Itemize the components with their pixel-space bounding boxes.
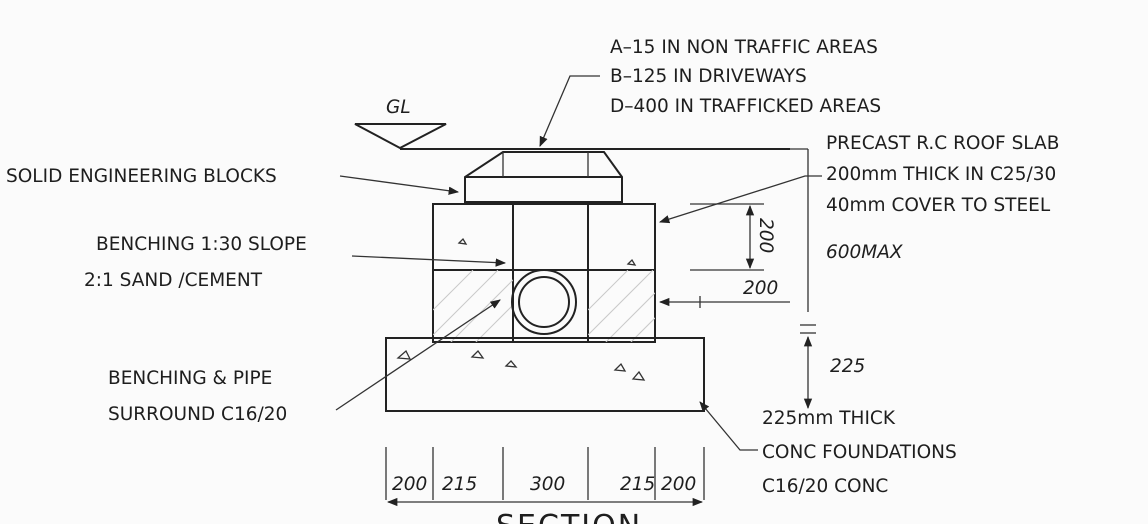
benching-label-2: 2:1 SAND /CEMENT [84,270,263,291]
surround-label-1: BENCHING & PIPE [108,368,272,389]
wall-height-value: 200 [755,218,776,253]
benching-hatch-right [588,270,655,342]
surround-label-2: SURROUND C16/20 [108,404,287,425]
wall-height-dimension: 200 [690,203,776,271]
cover-spec-b: B–125 IN DRIVEWAYS [610,66,807,87]
max-depth-label: 600MAX [826,242,904,263]
width-value-3: 300 [530,474,565,495]
solid-blocks-leader [339,175,460,195]
width-value-4: 215 [620,474,655,495]
solid-blocks-label: SOLID ENGINEERING BLOCKS [6,166,277,187]
width-value-1: 200 [392,474,427,495]
roof-slab-label-1: PRECAST R.C ROOF SLAB [826,133,1059,154]
cover-spec-a: A–15 IN NON TRAFFIC AREAS [610,37,878,58]
width-value-2: 215 [442,474,477,495]
surround-leader [335,299,501,411]
roof-slab-label-3: 40mm COVER TO STEEL [826,195,1051,216]
roof-slab-label-2: 200mm THICK IN C25/30 [826,164,1056,185]
wall-thickness-value: 200 [743,278,778,299]
ground-level-symbol: GL [354,97,447,150]
foundation-leader [699,401,758,451]
aggregate-marks [396,237,646,381]
chamber-walls [432,203,656,343]
foundation-depth-value: 225 [830,356,865,377]
width-dimensions: 200 215 300 215 200 [385,447,705,507]
foundation-slab [385,337,705,412]
cover-spec-leader [539,75,600,147]
foundation-label-2: CONC FOUNDATIONS [762,442,957,463]
cover-spec-d: D–400 IN TRAFFICKED AREAS [610,96,881,117]
roof-slab-leader [659,175,822,224]
width-value-5: 200 [661,474,696,495]
foundation-label-1: 225mm THICK [762,408,896,429]
benching-leader [351,255,507,267]
wall-thickness-dimension: 200 [658,278,790,308]
foundation-label-3: C16/20 CONC [762,476,888,497]
ground-level-label: GL [386,97,411,118]
pipe [511,269,577,335]
section-title: SECTION [496,509,642,524]
benching-label-1: BENCHING 1:30 SLOPE [96,234,307,255]
benching-hatch-left [433,270,513,342]
depth-dimension: 225 [800,149,865,410]
